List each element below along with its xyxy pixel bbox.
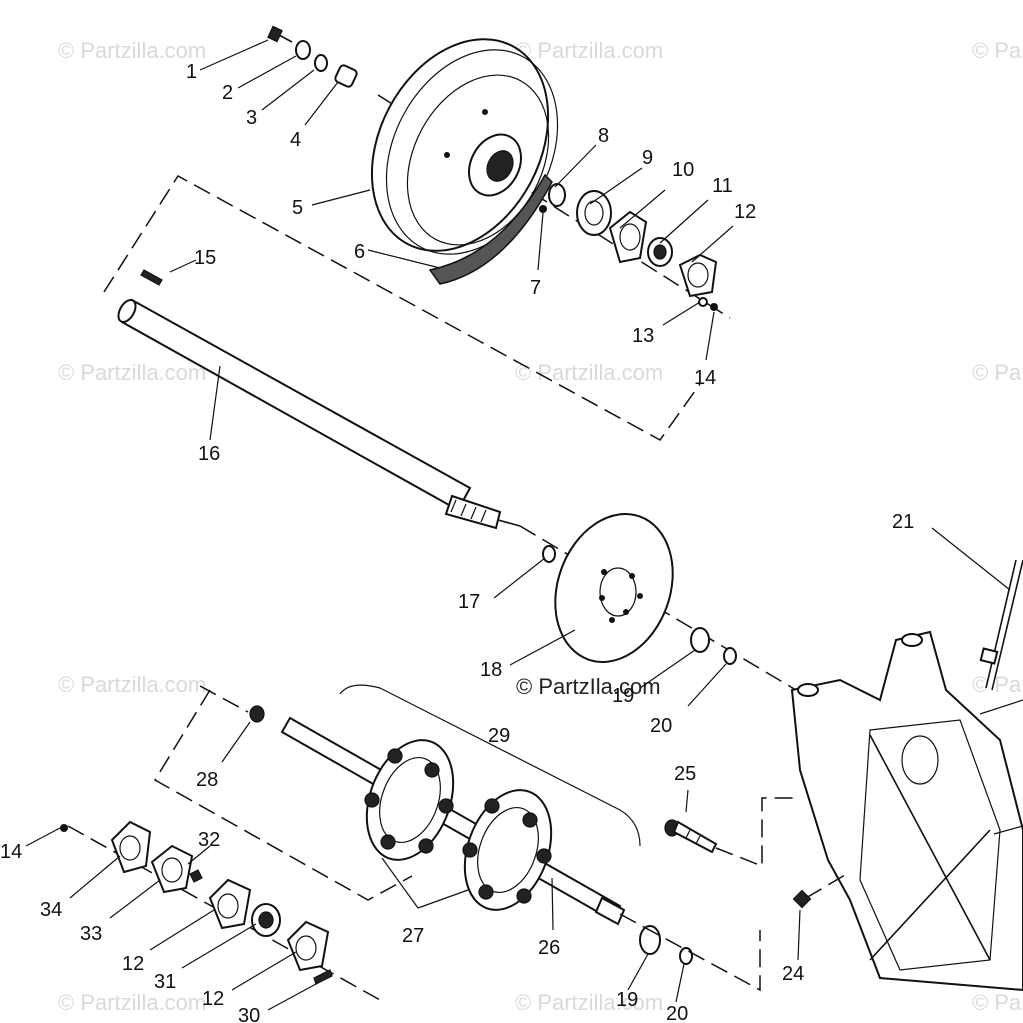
watermarks: © Partzilla.com © Partzilla.com © Partzi… <box>58 38 1023 1015</box>
flange-part-12-lower-a <box>208 878 252 930</box>
callout-labels: 1 2 3 4 5 6 7 8 9 10 11 12 13 14 15 16 1… <box>0 61 914 1023</box>
watermark-top-center: © Partzilla.com <box>515 38 663 63</box>
pin-part-7 <box>539 205 547 213</box>
bolt-part-30 <box>313 969 333 985</box>
sprocket-part-27-left <box>364 739 455 861</box>
washer-part-3 <box>314 54 328 72</box>
snap-ring-part-20-upper <box>723 647 737 665</box>
watermark-center-dark: © PartzIla.com <box>516 674 661 699</box>
callout-12-upper: 12 <box>734 201 756 223</box>
flange-part-33 <box>150 844 194 894</box>
snap-ring-part-17 <box>542 545 556 563</box>
callout-10: 10 <box>672 159 694 181</box>
pulley-drum-part-5 <box>370 38 559 255</box>
washer-part-2 <box>295 40 311 60</box>
watermark-mid-center: © Partzilla.com <box>515 360 663 385</box>
callout-32: 32 <box>198 829 220 851</box>
callout-11: 11 <box>712 175 733 197</box>
callout-13: 13 <box>632 325 654 347</box>
callout-16: 16 <box>198 443 220 465</box>
rod-part-21 <box>979 559 1023 691</box>
callout-19-upper: 19 <box>612 685 634 707</box>
washer-part-13 <box>698 297 708 307</box>
callout-34: 34 <box>40 899 62 921</box>
callout-20-upper: 20 <box>650 715 672 737</box>
flange-part-12-upper <box>678 253 718 298</box>
flange-part-12-lower-b <box>286 920 330 972</box>
watermark-top-right: © Partzilla.com <box>972 38 1023 63</box>
lower-shaft-assembly <box>153 684 761 1003</box>
callout-20-lower: 20 <box>666 1003 688 1023</box>
callout-15: 15 <box>194 247 216 269</box>
flange-part-10 <box>608 210 648 264</box>
callout-9: 9 <box>642 147 653 169</box>
nut-part-14-upper <box>710 303 718 311</box>
watermark-lower-left: © Partzilla.com <box>58 672 206 697</box>
bearing-part-19-upper <box>690 627 710 653</box>
callout-7: 7 <box>530 277 541 299</box>
callout-4: 4 <box>290 129 301 151</box>
callout-17: 17 <box>458 591 480 613</box>
watermark-mid-left: © Partzilla.com <box>58 360 206 385</box>
nut-part-24 <box>792 889 812 909</box>
callout-31: 31 <box>154 971 176 993</box>
shaft-part-16 <box>117 298 521 530</box>
callout-12-lower-b: 12 <box>202 988 224 1010</box>
bearing-plate-part-9 <box>576 190 612 236</box>
callout-14-upper: 14 <box>694 367 716 389</box>
callout-30: 30 <box>238 1005 260 1023</box>
callout-29: 29 <box>488 725 510 747</box>
lower-left-bearing-stack <box>25 820 381 1011</box>
upper-assembly <box>199 25 734 361</box>
callout-1: 1 <box>186 61 197 83</box>
callout-8: 8 <box>598 125 609 147</box>
callout-6: 6 <box>354 241 365 263</box>
callout-28: 28 <box>196 769 218 791</box>
callout-26: 26 <box>538 937 560 959</box>
callout-18: 18 <box>480 659 502 681</box>
callout-21: 21 <box>892 511 914 533</box>
watermark-lower-right: © Partzilla.com <box>972 672 1023 697</box>
brake-disc-assembly <box>493 513 737 707</box>
flange-part-34 <box>110 820 152 874</box>
bearing-part-11 <box>647 237 673 267</box>
washer-part-8 <box>548 183 566 207</box>
shaft-frame-line <box>103 175 701 441</box>
callout-5: 5 <box>292 197 303 219</box>
sprocket-part-27-right <box>462 789 553 911</box>
key-part-15 <box>140 269 163 286</box>
brake-disc-part-18 <box>554 513 674 663</box>
lower-frame-line <box>153 689 413 901</box>
callout-27: 27 <box>402 925 424 947</box>
callout-2: 2 <box>222 82 233 104</box>
chain-part-6 <box>428 173 553 285</box>
watermark-mid-right: © Partzilla.com <box>972 360 1023 385</box>
bearing-part-31 <box>251 903 281 937</box>
callout-3: 3 <box>246 107 257 129</box>
callout-25: 25 <box>674 763 696 785</box>
bolt-part-25 <box>664 819 718 854</box>
spacer-part-4 <box>334 64 358 88</box>
chaincase-assembly <box>790 527 1023 992</box>
callout-19-lower: 19 <box>616 989 638 1011</box>
pin-part-32 <box>189 869 203 883</box>
housing-body <box>790 630 1023 992</box>
snap-ring-part-20-lower <box>679 947 693 965</box>
bolt-part-1 <box>267 25 293 43</box>
watermark-top-left: © Partzilla.com <box>58 38 206 63</box>
watermark-bottom-left: © Partzilla.com <box>58 990 206 1015</box>
bracket-part-29 <box>339 684 641 847</box>
callout-14-lower: 14 <box>0 841 22 863</box>
callout-12-lower-a: 12 <box>122 953 144 975</box>
watermark-bottom-center: © Partzilla.com <box>515 990 663 1015</box>
callout-24: 24 <box>782 963 804 985</box>
nut-part-14-lower <box>60 824 68 832</box>
callout-33: 33 <box>80 923 102 945</box>
drive-shaft-part-26 <box>280 716 626 926</box>
watermark-bottom-right: © Partzilla.com <box>972 990 1023 1015</box>
plug-part-28 <box>249 705 265 723</box>
fastener-group-lower-right <box>664 789 851 961</box>
